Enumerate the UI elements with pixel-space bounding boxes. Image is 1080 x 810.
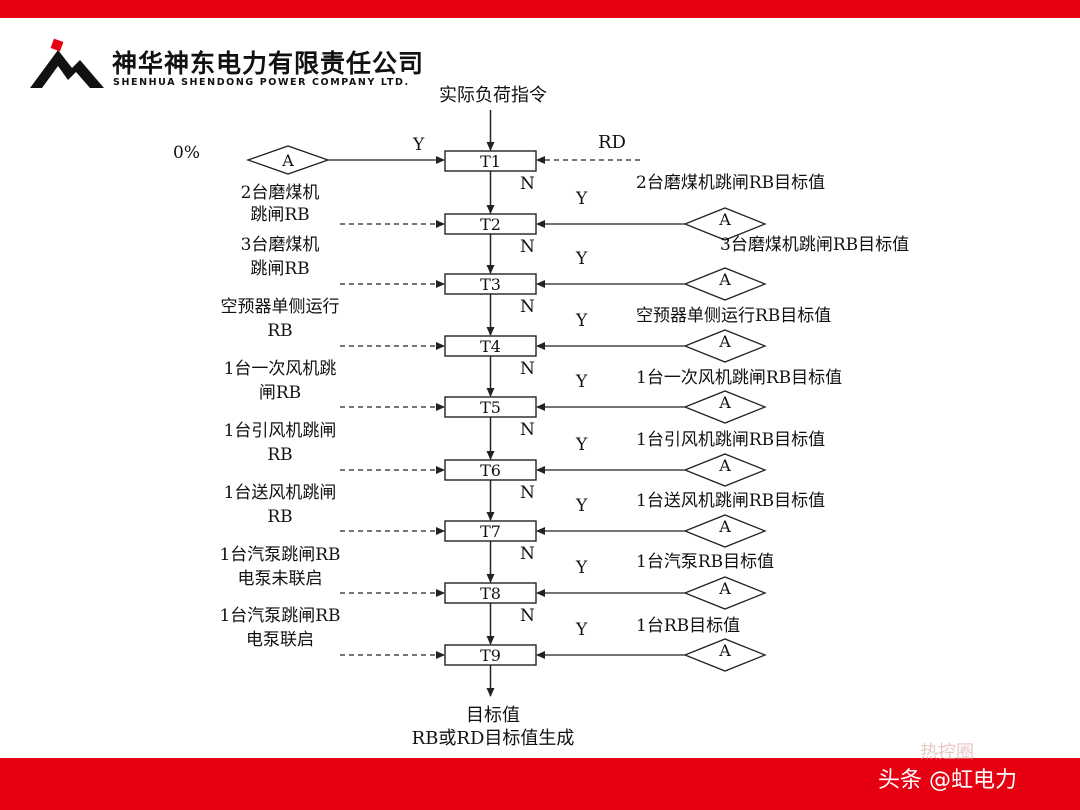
no-label-6: N xyxy=(520,483,535,503)
trigger-label-6-line2: RB xyxy=(267,507,293,527)
node-a-right-2 xyxy=(683,267,767,301)
no-label-2: N xyxy=(520,237,535,257)
node-t6 xyxy=(444,459,537,481)
no-label-8: N xyxy=(520,606,535,626)
node-t8 xyxy=(444,582,537,604)
trigger-label-1-line1: 2台磨煤机 xyxy=(240,183,320,203)
target-label-2: 3台磨煤机跳闸RB目标值 xyxy=(720,235,910,255)
target-label-8: 1台RB目标值 xyxy=(636,616,741,636)
node-t3 xyxy=(444,273,537,295)
node-a-label-7: A xyxy=(718,579,731,598)
node-label-t9: T9 xyxy=(480,646,501,665)
target-label-4: 1台一次风机跳闸RB目标值 xyxy=(636,368,843,388)
source-watermark: 头条 @虹电力 xyxy=(878,768,1017,793)
node-label-t4: T4 xyxy=(480,337,501,356)
yes-label-6: Y xyxy=(576,496,588,516)
trigger-label-8-line2: 电泵联启 xyxy=(246,630,314,650)
company-name-en: SHENHUA SHENDONG POWER COMPANY LTD. xyxy=(113,77,410,88)
faint-watermark: 热控圈 xyxy=(920,742,974,763)
output-label: 目标值 xyxy=(466,705,520,726)
target-label-6: 1台送风机跳闸RB目标值 xyxy=(636,491,826,511)
node-a-label-2: A xyxy=(718,270,731,289)
trigger-label-2-line1: 3台磨煤机 xyxy=(240,235,320,255)
node-label-t3: T3 xyxy=(480,275,501,294)
yes-label-2: Y xyxy=(576,249,588,269)
trigger-label-5-line2: RB xyxy=(267,445,293,465)
yes-label-8: Y xyxy=(576,620,588,640)
node-t5 xyxy=(444,396,537,418)
node-label-t6: T6 xyxy=(480,461,501,480)
node-a-right-7 xyxy=(683,576,767,610)
trigger-label-3-line2: RB xyxy=(267,321,293,341)
no-label-1: N xyxy=(520,174,535,194)
node-a-right-6 xyxy=(683,514,767,548)
zero-percent-label: 0% xyxy=(173,143,200,163)
rd-label: RD xyxy=(598,132,626,153)
node-a-right-1 xyxy=(683,207,767,241)
node-label-t7: T7 xyxy=(480,522,501,541)
node-a-label: A xyxy=(281,151,294,170)
node-a-right-8 xyxy=(683,638,767,672)
target-label-7: 1台汽泵RB目标值 xyxy=(636,552,775,572)
node-a-right-3 xyxy=(683,329,767,363)
node-a-label-6: A xyxy=(718,517,731,536)
no-label-4: N xyxy=(520,359,535,379)
node-t4 xyxy=(444,335,537,357)
trigger-label-2-line2: 跳闸RB xyxy=(250,259,310,279)
node-a-right-4 xyxy=(683,390,767,424)
trigger-label-5-line1: 1台引风机跳闸 xyxy=(223,421,337,441)
input-label: 实际负荷指令 xyxy=(439,85,547,106)
node-t1 xyxy=(444,150,537,172)
trigger-label-1-line2: 跳闸RB xyxy=(250,205,310,225)
yes-label-4: Y xyxy=(576,372,588,392)
company-name-cn: 神华神东电力有限责任公司 xyxy=(112,49,425,78)
node-a-right-5 xyxy=(683,453,767,487)
yes-label-1: Y xyxy=(576,189,588,209)
node-t2 xyxy=(444,213,537,235)
node-t7 xyxy=(444,520,537,542)
yes-label-7: Y xyxy=(576,558,588,578)
node-a-label-1: A xyxy=(718,210,731,229)
node-label-t1: T1 xyxy=(480,152,501,171)
t1-yes-label: Y xyxy=(413,135,425,155)
no-label-7: N xyxy=(520,544,535,564)
node-a-label-8: A xyxy=(718,641,731,660)
yes-label-5: Y xyxy=(576,435,588,455)
bottom-red-bar xyxy=(0,758,1080,810)
trigger-label-7-line2: 电泵未联启 xyxy=(237,569,323,589)
yes-label-3: Y xyxy=(576,311,588,331)
node-a-label-5: A xyxy=(718,456,731,475)
node-label-t8: T8 xyxy=(480,584,501,603)
trigger-label-4-line2: 闸RB xyxy=(258,383,302,403)
trigger-label-7-line1: 1台汽泵跳闸RB xyxy=(219,545,341,565)
trigger-label-3-line1: 空预器单侧运行 xyxy=(220,297,340,317)
no-label-5: N xyxy=(520,420,535,440)
trigger-label-4-line1: 1台一次风机跳 xyxy=(223,359,337,379)
trigger-label-6-line1: 1台送风机跳闸 xyxy=(223,483,337,503)
node-a-label-4: A xyxy=(718,393,731,412)
target-label-1: 2台磨煤机跳闸RB目标值 xyxy=(636,173,826,193)
node-a-left xyxy=(246,145,330,175)
target-label-3: 空预器单侧运行RB目标值 xyxy=(636,306,832,326)
output-label-2: RB或RD目标值生成 xyxy=(411,728,575,749)
node-label-t5: T5 xyxy=(480,398,501,417)
trigger-label-8-line1: 1台汽泵跳闸RB xyxy=(219,606,341,626)
node-t9 xyxy=(444,644,537,666)
node-a-label-3: A xyxy=(718,332,731,351)
company-logo-icon xyxy=(30,38,104,88)
target-label-5: 1台引风机跳闸RB目标值 xyxy=(636,430,826,450)
node-label-t2: T2 xyxy=(480,215,501,234)
no-label-3: N xyxy=(520,297,535,317)
top-red-bar xyxy=(0,0,1080,18)
